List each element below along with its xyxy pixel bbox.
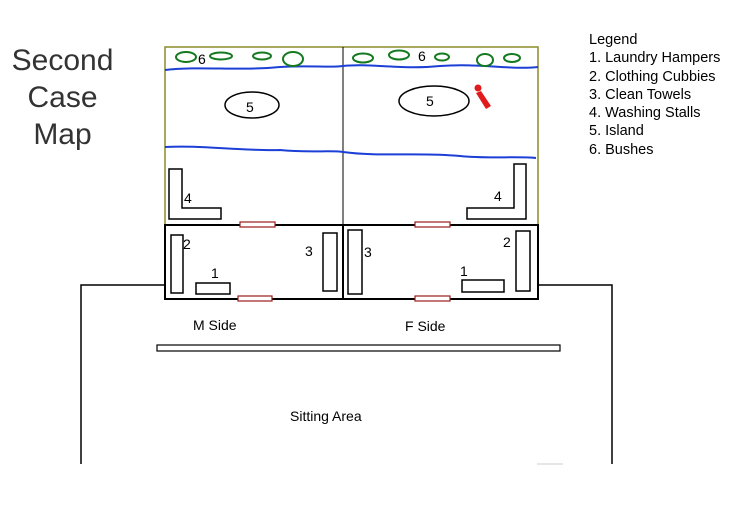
- marker-washing-stall-left: 4: [184, 190, 192, 206]
- clean-towels-left: [322, 232, 338, 292]
- marker-island-left: 5: [246, 99, 254, 115]
- sitting-area-wall-left: [80, 284, 165, 464]
- marker-island-right: 5: [426, 93, 434, 109]
- legend-item-laundry-hampers: 1. Laundry Hampers: [589, 50, 721, 67]
- door-top-left: [239, 221, 276, 228]
- yard: 6 6 5 5 4 4: [164, 46, 539, 226]
- yard-border: [164, 46, 539, 226]
- bush: [252, 51, 272, 61]
- clean-towels-right: [347, 229, 363, 295]
- bush: [282, 51, 304, 67]
- label-m-side: M Side: [193, 317, 237, 333]
- washing-stall-right: [466, 163, 527, 220]
- map-title-line-2: Case: [27, 81, 98, 114]
- marker-bushes-right: 6: [418, 48, 426, 64]
- island-left: [224, 91, 280, 119]
- map-title: Second Case Map: [10, 42, 115, 153]
- legend-heading: Legend: [589, 32, 638, 48]
- bush: [352, 52, 374, 64]
- marker-clean-towels-right: 3: [364, 244, 372, 260]
- legend-item-clothing-cubbies: 2. Clothing Cubbies: [589, 68, 716, 85]
- marker-laundry-hamper-left: 1: [211, 265, 219, 281]
- marker-clothing-cubbies-right: 2: [503, 234, 511, 250]
- bush: [476, 53, 494, 67]
- island-right: [398, 85, 470, 117]
- changing-room-outline: [164, 224, 539, 300]
- legend-item-washing-stalls: 4. Washing Stalls: [589, 105, 701, 122]
- clothing-cubbies-left: [170, 234, 184, 294]
- map-title-line-1: Second: [11, 44, 114, 77]
- label-f-side: F Side: [405, 318, 446, 334]
- bush: [434, 52, 450, 62]
- bush: [503, 53, 521, 63]
- legend-item-bushes: 6. Bushes: [589, 141, 654, 158]
- bush: [209, 51, 233, 61]
- water-line-bottom: [164, 145, 537, 159]
- sitting-area-wall-right: [538, 284, 613, 464]
- bush: [388, 49, 410, 61]
- marker-bushes-left: 6: [198, 51, 206, 67]
- bush: [175, 51, 197, 63]
- washing-stall-left: [168, 168, 222, 220]
- legend-item-island: 5. Island: [589, 123, 644, 140]
- door-top-right: [414, 221, 451, 228]
- laundry-hamper-left: [195, 282, 231, 295]
- door-bottom-right: [414, 295, 451, 302]
- legend: Legend 1. Laundry Hampers 2. Clothing Cu…: [589, 31, 720, 159]
- marker-washing-stall-right: 4: [494, 188, 502, 204]
- clothing-cubbies-right: [515, 230, 531, 292]
- laundry-hamper-right: [461, 279, 505, 293]
- legend-item-clean-towels: 3. Clean Towels: [589, 86, 692, 103]
- door-bottom-left: [237, 295, 273, 302]
- water-line-top: [164, 64, 539, 71]
- marker-clothing-cubbies-left: 2: [183, 236, 191, 252]
- map-title-line-3: Map: [33, 118, 92, 151]
- changing-room: 2 1 3 3 1 2: [164, 221, 539, 302]
- bench: [156, 344, 561, 352]
- sitting-area: [80, 284, 613, 465]
- marker-laundry-hamper-right: 1: [460, 263, 468, 279]
- marker-clean-towels-left: 3: [305, 243, 313, 259]
- person-figure: [474, 84, 491, 109]
- label-sitting-area: Sitting Area: [290, 408, 362, 424]
